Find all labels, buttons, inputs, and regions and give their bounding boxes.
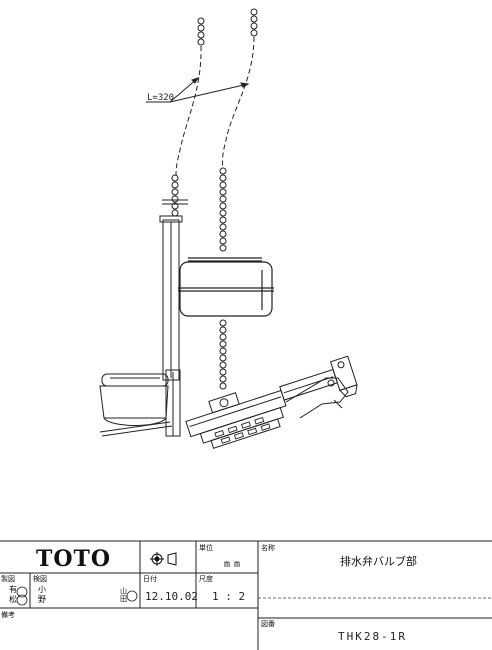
- scale-value: 1 : 2: [212, 590, 245, 603]
- chain-end-right: [250, 8, 258, 37]
- scale-header: 尺度: [199, 574, 213, 583]
- company-logo: TOTO: [36, 546, 111, 572]
- name-header: 名称: [261, 543, 275, 552]
- third-angle-projection-icon: [150, 552, 177, 566]
- drawing-number: THK28-1R: [338, 630, 407, 643]
- float-body: [178, 257, 274, 317]
- dimension-label: L=320: [147, 93, 174, 103]
- right-ball-chain: [219, 167, 227, 390]
- checked-by-seal-bottom: 野: [38, 595, 46, 604]
- checked-by-header: 検図: [33, 574, 47, 583]
- unit-value: mm: [224, 559, 244, 570]
- approver-seal-top: 山: [120, 586, 127, 595]
- part-name: 排水弁バルブ部: [340, 554, 417, 568]
- date-value: 12.10.02: [145, 590, 198, 603]
- flapper-arm: [285, 377, 349, 419]
- dimension-leader: [146, 77, 250, 103]
- chain-end-left: [197, 17, 205, 46]
- checked-by-seal-top: 小: [38, 585, 46, 594]
- overflow-base: [99, 369, 181, 437]
- drain-valve-assembly: [185, 355, 358, 449]
- notes-header: 備考: [1, 610, 15, 619]
- guide-rod: [159, 215, 183, 381]
- chain-dashed-path-right: [221, 36, 255, 169]
- chain-dashed-path-left: [175, 45, 202, 177]
- left-ball-chain: [171, 174, 179, 217]
- title-block: TOTO 単位 mm 名称 排水弁バルブ部 製図 有 松 検図 小 野 山 田 …: [0, 540, 492, 650]
- drawn-by-seal-bottom: 松: [9, 594, 17, 604]
- technical-drawing: L=320: [99, 8, 358, 449]
- drawing-number-header: 図番: [261, 620, 275, 628]
- drawn-by-header: 製図: [1, 574, 15, 583]
- unit-header: 単位: [199, 543, 213, 552]
- approver-seal-bottom: 田: [120, 595, 127, 603]
- drawn-by-seal-top: 有: [9, 584, 17, 594]
- date-header: 日付: [143, 574, 157, 583]
